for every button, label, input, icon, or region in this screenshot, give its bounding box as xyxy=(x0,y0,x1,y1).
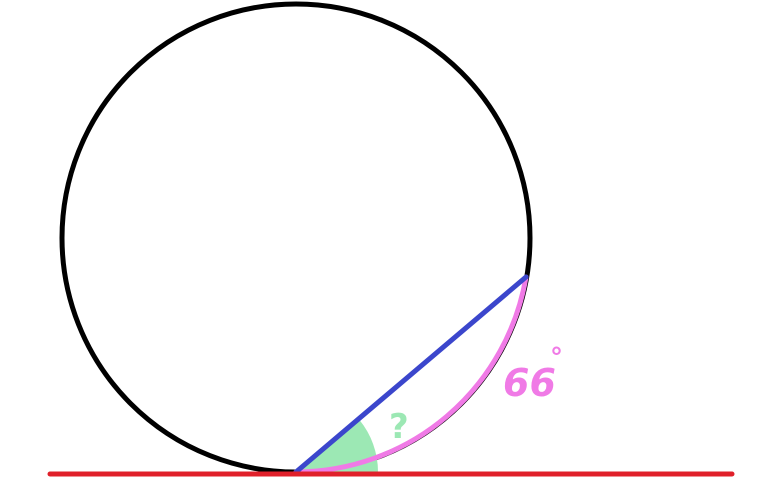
angle-sector xyxy=(296,419,379,472)
arc-highlight xyxy=(293,274,529,475)
chord xyxy=(293,274,529,475)
arc-measure-label: 66 xyxy=(503,361,556,405)
unknown-angle-label: ? xyxy=(389,407,409,447)
degree-symbol: ° xyxy=(550,343,563,373)
